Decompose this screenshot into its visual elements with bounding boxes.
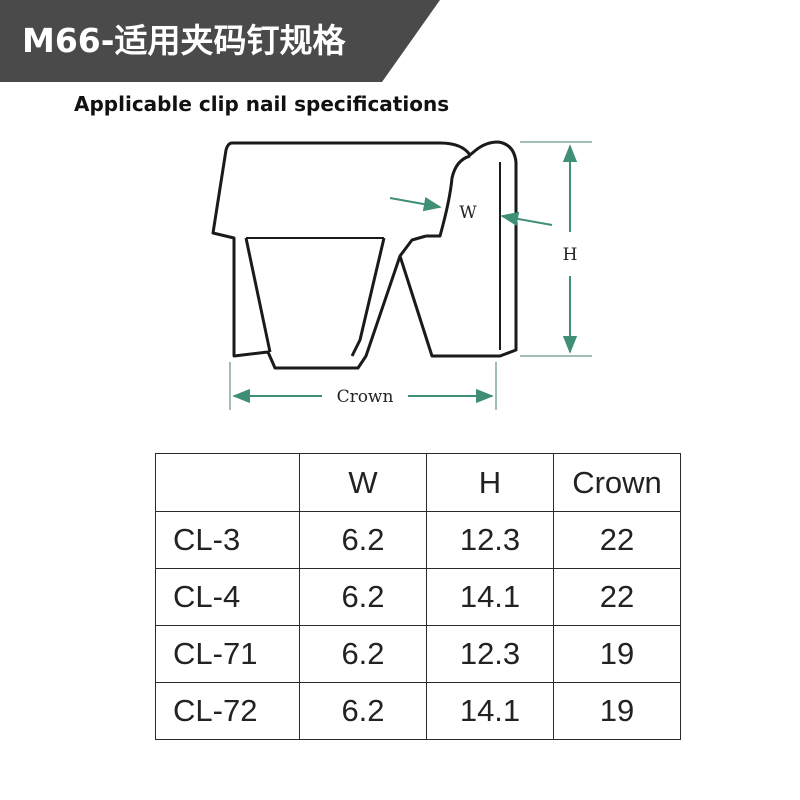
table-cell-model: CL-3 [155,511,300,569]
table-cell: 12.3 [426,511,554,569]
table-cell: 19 [553,625,681,683]
table-cell-model: CL-71 [155,625,300,683]
page-title: M66-适用夹码钉规格 [22,21,346,60]
table-cell: 19 [553,682,681,740]
table-cell: 6.2 [299,682,427,740]
specification-table: W H Crown CL-3 6.2 12.3 22 CL-4 6.2 14.1… [155,453,681,740]
table-cell: 12.3 [426,625,554,683]
table-cell: 6.2 [299,568,427,626]
page-subtitle: Applicable clip nail specifications [74,92,450,116]
table-cell: 6.2 [299,511,427,569]
title-banner: M66-适用夹码钉规格 [0,0,800,82]
table-row: CL-3 6.2 12.3 22 [155,511,681,569]
clip-nail-shape [211,140,518,370]
dimension-label-crown: Crown [337,387,394,407]
table-cell-model: CL-72 [155,682,300,740]
table-header-row: W H Crown [155,453,681,512]
table-cell: 22 [553,511,681,569]
table-cell: 14.1 [426,682,554,740]
dimension-lines [229,141,592,410]
table-cell: 14.1 [426,568,554,626]
table-cell-model: CL-4 [155,568,300,626]
table-row: CL-4 6.2 14.1 22 [155,568,681,626]
table-header-cell [155,453,300,512]
banner-background [0,0,440,82]
clip-nail-diagram: W H Crown [211,140,592,410]
table-cell: 22 [553,568,681,626]
dimension-label-h: H [563,245,578,265]
table-header-cell: Crown [553,453,681,512]
table-row: CL-71 6.2 12.3 19 [155,625,681,683]
table-header-cell: H [426,453,554,512]
table-header-cell: W [299,453,427,512]
table-cell: 6.2 [299,625,427,683]
table-row: CL-72 6.2 14.1 19 [155,682,681,740]
dimension-label-w: W [459,203,477,223]
